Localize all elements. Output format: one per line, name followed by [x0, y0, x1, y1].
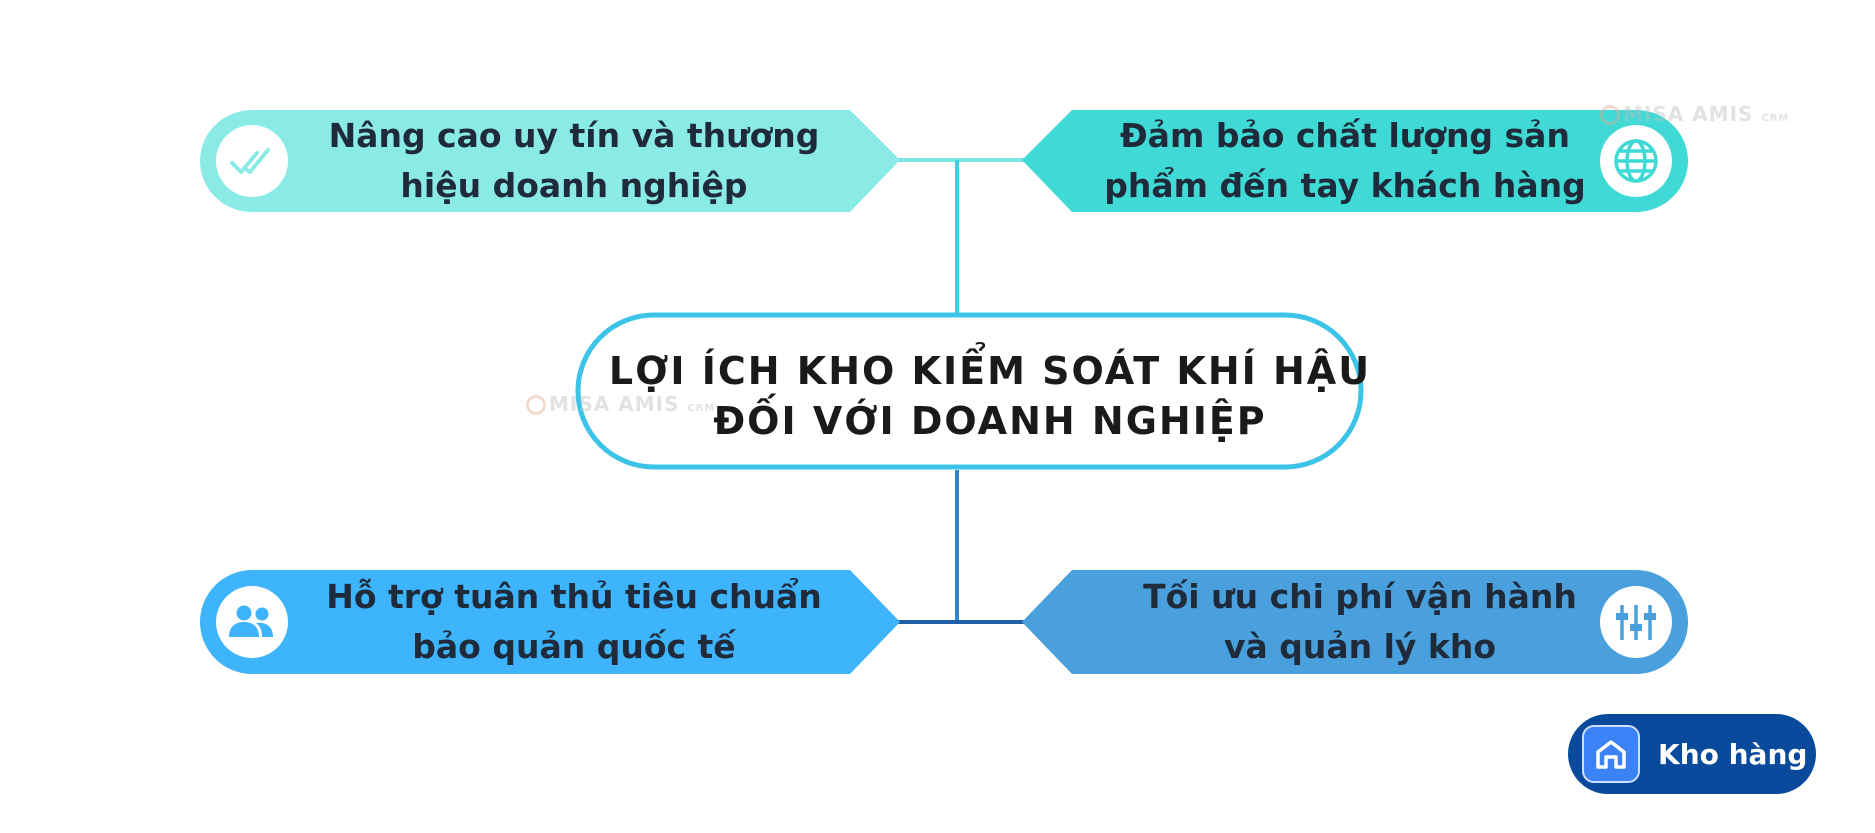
watermark-top: MISA AMIS CRM: [1600, 102, 1789, 126]
watermark-sub: CRM: [687, 403, 716, 414]
watermark-logo-icon: [526, 395, 546, 415]
card-1-text: Nâng cao uy tín và thương hiệu doanh ngh…: [328, 116, 820, 205]
watermark-logo-icon: [1600, 105, 1620, 125]
warehouse-icon: [1582, 725, 1640, 783]
watermark-brand: MISA AMIS: [549, 392, 680, 416]
benefit-card-2: [1022, 110, 1688, 212]
watermark-center: MISA AMIS CRM: [526, 392, 715, 416]
card-2-text: Đảm bảo chất lượng sản phẩm đến tay khác…: [1104, 116, 1586, 205]
card-3-icon-circle: [216, 586, 288, 658]
category-badge: Kho hàng: [1568, 714, 1816, 794]
watermark-brand: MISA AMIS: [1623, 102, 1754, 126]
users-icon: [229, 605, 273, 637]
benefit-card-4: [1022, 570, 1688, 674]
diagram-title: LỢI ÍCH KHO KIỂM SOÁT KHÍ HẬU ĐỐI VỚI DO…: [608, 349, 1372, 443]
watermark-sub: CRM: [1761, 113, 1790, 124]
benefit-card-3: [200, 570, 900, 674]
sliders-icon: [1616, 605, 1656, 640]
card-4-text: Tối ưu chi phí vận hành và quản lý kho: [1143, 577, 1577, 666]
benefit-card-1: [200, 110, 900, 212]
center-title-box: [575, 312, 1364, 470]
card-3-text: Hỗ trợ tuân thủ tiêu chuẩn bảo quản quốc…: [326, 577, 822, 666]
double-check-icon: [230, 148, 270, 174]
badge-label: Kho hàng: [1658, 737, 1808, 771]
globe-icon: [1614, 139, 1658, 183]
